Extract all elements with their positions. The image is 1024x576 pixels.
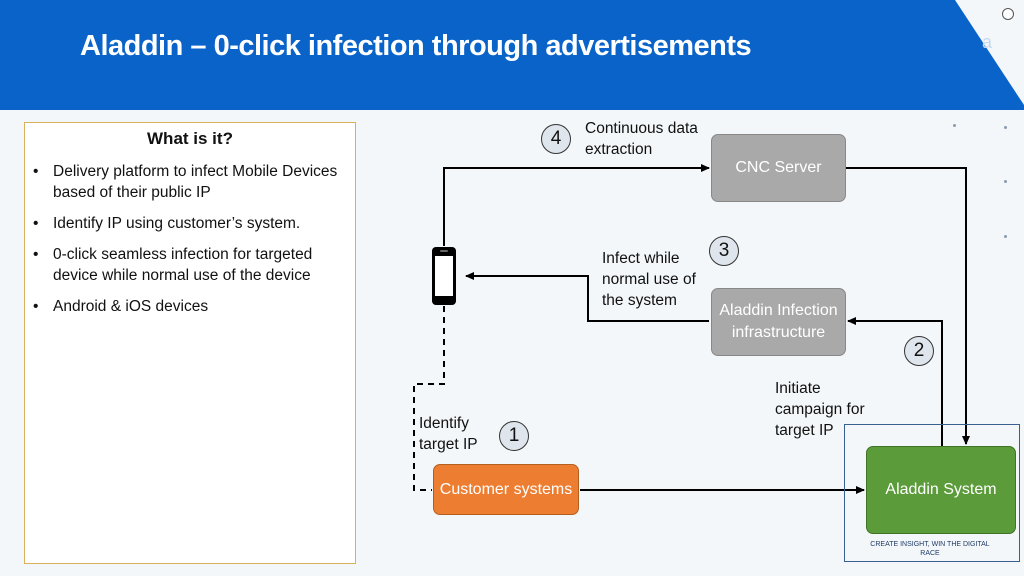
header-banner: Aladdin – 0-click infection through adve… — [0, 0, 1024, 110]
step-4-label: Continuous data extraction — [585, 120, 698, 158]
step-3-badge: 3 — [709, 236, 739, 266]
aladdin-system-node: Aladdin System — [866, 446, 1016, 534]
bullet-list: Delivery platform to infect Mobile Devic… — [25, 161, 355, 317]
step-4-badge: 4 — [541, 124, 571, 154]
customer-systems-node: Customer systems — [433, 464, 579, 515]
decor-dot — [953, 124, 956, 127]
cnc-server-node: CNC Server — [711, 134, 846, 202]
step-2-label: Initiate campaign for target IP — [775, 380, 865, 439]
page-title: Aladdin – 0-click infection through adve… — [80, 30, 752, 62]
step-1-badge: 1 — [499, 421, 529, 451]
arrow-phone-to-cnc — [443, 164, 710, 246]
aladdin-frame — [844, 424, 1020, 562]
bullet-item: 0-click seamless infection for targeted … — [33, 244, 355, 286]
bullet-item: Identify IP using customer’s system. — [33, 213, 355, 234]
what-is-it-panel: What is it? Delivery platform to infect … — [24, 122, 356, 564]
dashed-link-phone-to-customer — [413, 306, 445, 491]
bullet-item: Android & iOS devices — [33, 296, 355, 317]
bullet-item: Delivery platform to infect Mobile Devic… — [33, 161, 355, 203]
tagline: CREATE INSIGHT, WIN THE DIGITAL RACE — [870, 541, 990, 557]
smartphone-icon — [432, 247, 456, 305]
step-3-label: Infect while normal use of the system — [602, 250, 696, 309]
step-1-label: Identify target IP — [419, 415, 478, 453]
logo-fragment: a — [982, 32, 993, 52]
decor-dot — [1004, 126, 1007, 129]
header-background — [0, 0, 1024, 110]
decor-dot — [1004, 235, 1007, 238]
panel-title: What is it? — [147, 129, 233, 148]
infection-infrastructure-node: Aladdin Infection infrastructure — [711, 288, 846, 356]
logo-icon — [1002, 8, 1014, 20]
decor-dot — [1004, 180, 1007, 183]
step-2-badge: 2 — [904, 336, 934, 366]
